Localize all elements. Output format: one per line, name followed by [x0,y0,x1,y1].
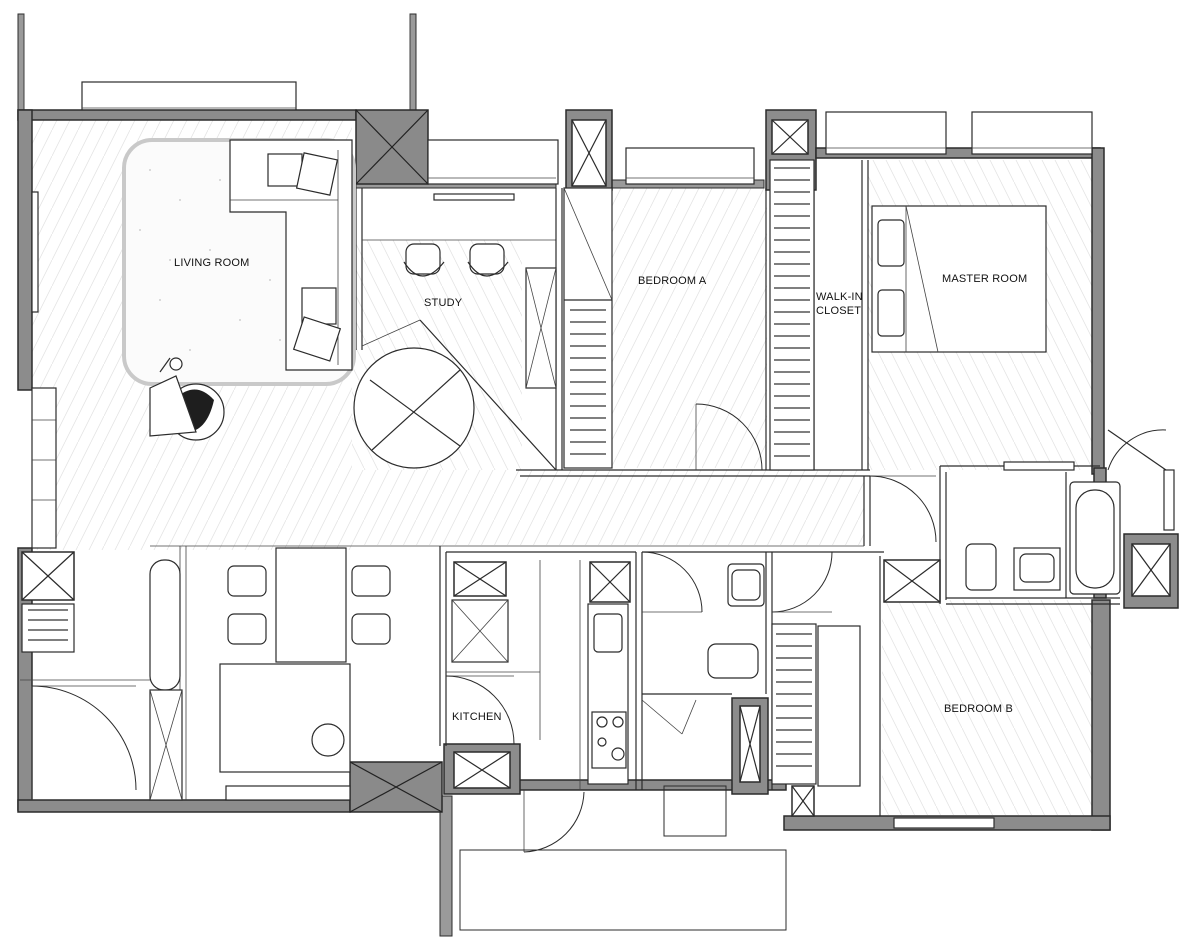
walk-in-closet: WALK-IN CLOSET [769,159,863,471]
desk [817,625,861,787]
toilet [965,543,997,591]
toilet [707,643,759,679]
cabinet [31,387,57,549]
room-label-walk-in: WALK-IN [816,291,863,303]
wardrobe-hangers [776,633,812,767]
master-bath [965,429,1175,595]
room-label-bedroom-a: BEDROOM A [638,275,707,287]
pillow [877,289,905,337]
room-label-living-room: LIVING ROOM [174,257,250,269]
structural-columns [21,109,1179,817]
room-label-closet: CLOSET [816,305,861,317]
round-stool [311,723,345,757]
common-bath [641,551,833,837]
rug-texture [139,169,281,351]
dining-table [275,547,347,663]
room-label-kitchen: KITCHEN [452,711,502,723]
closet-hangers [774,167,810,457]
room-label-study: STUDY [424,297,463,309]
wardrobe [563,187,613,469]
door-swing [869,475,937,543]
entry-door-swing [31,685,137,791]
living-room: LIVING ROOM [31,138,356,549]
interior-walls [20,160,1120,816]
room-label-master-room: MASTER ROOM [942,273,1027,285]
wardrobe [771,623,817,785]
entry [21,603,137,800]
door-swing [641,551,703,613]
balcony [17,13,417,115]
service-door-swing [523,791,585,853]
cushion [267,153,303,187]
study: STUDY [353,243,557,471]
dining-area [149,547,391,801]
pillow [877,219,905,267]
study-chair [403,243,445,277]
study-chair [467,243,509,277]
windows [427,111,1093,201]
bench [149,559,181,691]
door-swing [445,675,515,745]
kitchen: KITCHEN [445,599,787,931]
cushion [292,316,342,362]
sliding-glass-panel [353,319,557,471]
door-swing [695,403,763,471]
lounge-chair [149,357,225,441]
bedroom-b: BEDROOM B [771,623,1013,829]
room-label-bedroom-b: BEDROOM B [944,703,1013,715]
shoe-cabinet [21,603,75,653]
kitchen-sink [593,613,623,653]
master-room: MASTER ROOM [869,205,1047,543]
bedroom-a: BEDROOM A [563,187,763,471]
cushion [295,152,339,196]
wardrobe-hangers [570,309,606,455]
